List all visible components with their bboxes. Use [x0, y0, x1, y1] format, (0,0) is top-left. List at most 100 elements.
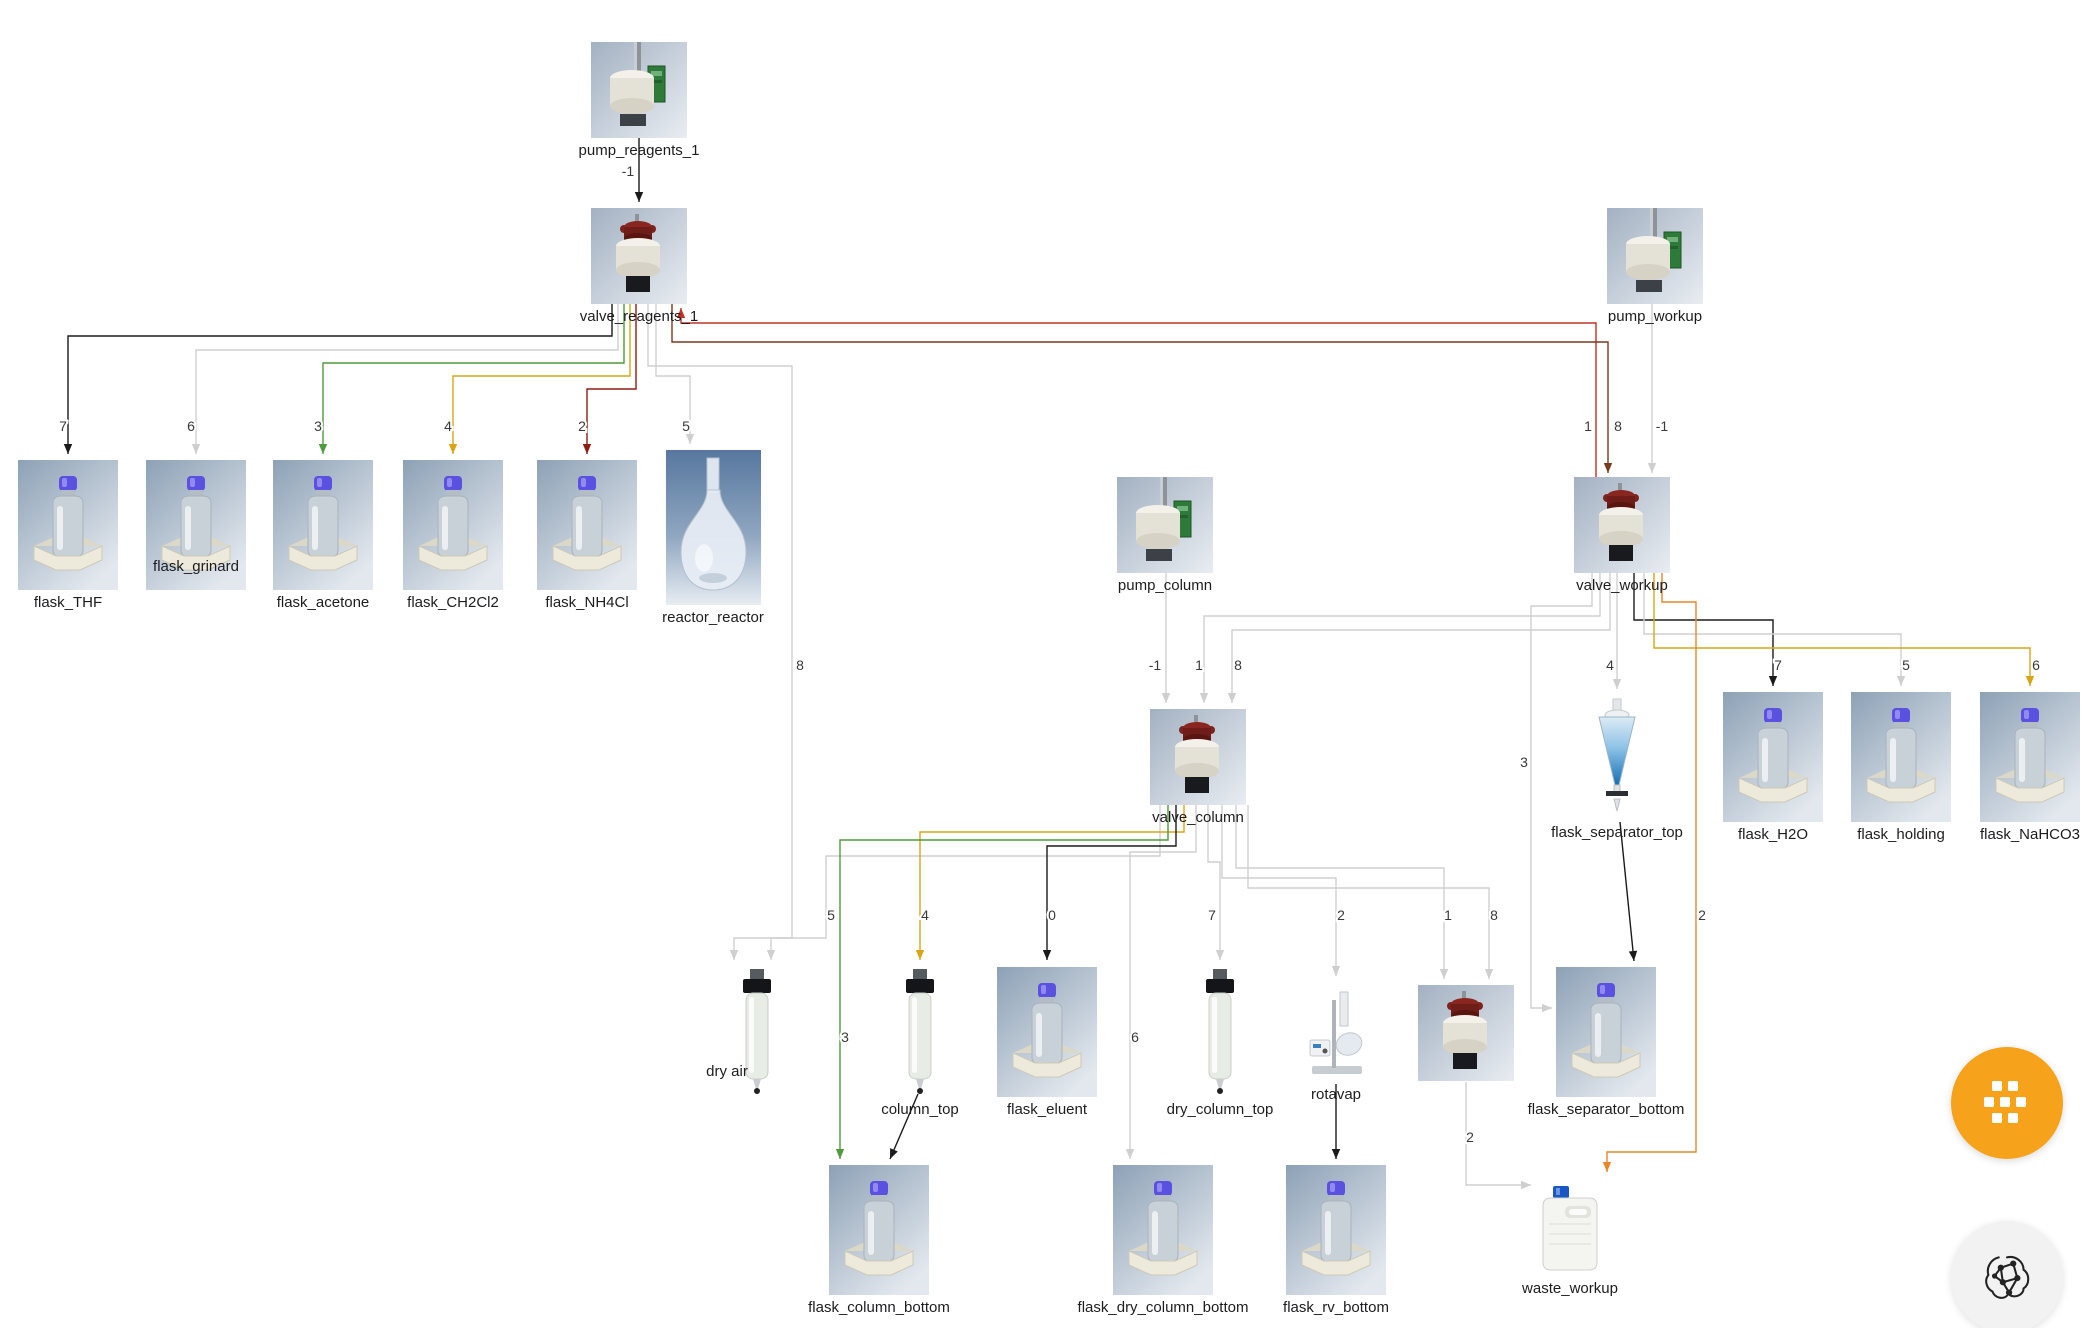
node-column_top[interactable]: column_top — [881, 967, 959, 1118]
node-valve_workup[interactable]: valve_workup — [1574, 477, 1670, 594]
arrowhead-icon — [63, 444, 73, 454]
node-label-flask_separator_top: flask_separator_top — [1551, 823, 1683, 841]
node-dry_air[interactable]: dry air — [706, 967, 777, 1097]
edge-port-label: 2 — [1337, 907, 1345, 923]
node-dry_column_top[interactable]: dry_column_top — [1167, 967, 1273, 1118]
edge-port-label: -1 — [1656, 418, 1669, 434]
node-flask_separator_bottom[interactable]: flask_separator_bottom — [1528, 967, 1684, 1118]
arrowhead-icon — [1603, 463, 1613, 473]
edge-port-label: 4 — [1606, 657, 1614, 673]
arrowhead-icon — [915, 950, 925, 960]
node-label-flask_NH4Cl: flask_NH4Cl — [545, 594, 629, 611]
assistant-fab-button[interactable] — [1951, 1221, 2063, 1328]
arrowhead-icon — [582, 444, 592, 454]
node-label-flask_CH2Cl2: flask_CH2Cl2 — [407, 594, 499, 611]
edge-port-label: 8 — [1490, 907, 1498, 923]
arrowhead-icon — [685, 434, 695, 444]
node-flask_acetone[interactable]: flask_acetone — [273, 460, 373, 611]
node-label-flask_column_bottom: flask_column_bottom — [808, 1299, 950, 1316]
node-valve_reagents[interactable]: valve_reagents_1 — [580, 208, 698, 325]
node-flask_dry_column_bottom[interactable]: flask_dry_column_bottom — [1078, 1165, 1248, 1316]
node-valve_misc[interactable] — [1418, 985, 1514, 1081]
valve-icon — [1418, 985, 1514, 1081]
flask-icon — [1851, 692, 1951, 822]
waste-icon — [1535, 1176, 1605, 1276]
node-flask_grinard[interactable]: flask_grinard — [146, 460, 246, 590]
edge-port-label: 5 — [1902, 657, 1910, 673]
arrowhead-icon — [191, 444, 201, 454]
flask-icon — [537, 460, 637, 590]
node-label-flask_acetone: flask_acetone — [276, 594, 370, 611]
arrowhead-icon — [676, 308, 686, 318]
arrowhead-icon — [1125, 1149, 1135, 1159]
edge-port-label: 2 — [1698, 907, 1706, 923]
node-valve_column[interactable]: valve_column — [1150, 709, 1246, 826]
arrowhead-icon — [1602, 1162, 1612, 1172]
node-flask_NaHCO3[interactable]: flask_NaHCO3 — [1980, 692, 2080, 843]
arrowhead-icon — [1612, 679, 1622, 689]
node-pump_workup[interactable]: pump_workup — [1607, 208, 1703, 325]
flask-icon — [1556, 967, 1656, 1097]
node-label-dry_air: dry air — [706, 1063, 748, 1080]
node-label-dry_column_top: dry_column_top — [1166, 1101, 1274, 1118]
arrowhead-icon — [1199, 693, 1209, 703]
node-rotavap[interactable]: rotavap — [1304, 982, 1369, 1103]
edge-port-label: 6 — [1131, 1029, 1139, 1045]
edge-port-label: 7 — [1208, 907, 1216, 923]
edge-column_top-to-flask_column_bottom — [889, 1093, 919, 1160]
edge-valve_reagents-to-dry_air — [647, 304, 793, 960]
node-flask_eluent[interactable]: flask_eluent — [997, 967, 1097, 1118]
pump-icon — [591, 42, 687, 138]
node-label-column_top: column_top — [881, 1101, 959, 1118]
flask-icon — [997, 967, 1097, 1097]
node-pump_column[interactable]: pump_column — [1117, 477, 1213, 594]
edge-valve_column-to-dry_column_top — [1207, 805, 1221, 960]
edge-valve_column-to-flask_column_bottom — [839, 805, 1169, 1159]
edge-port-label: 6 — [2032, 657, 2040, 673]
edge-port-label: -1 — [1149, 657, 1162, 673]
edge-port-label: 2 — [578, 418, 586, 434]
node-flask_NH4Cl[interactable]: flask_NH4Cl — [537, 460, 637, 611]
edge-valve_column-to-column_top — [919, 805, 1185, 960]
column-icon — [900, 967, 940, 1097]
node-label-valve_workup: valve_workup — [1576, 577, 1668, 594]
edge-port-label: 5 — [827, 907, 835, 923]
edge-port-label: 3 — [314, 418, 322, 434]
edge-valve_reagents-to-flask_NH4Cl — [586, 304, 637, 454]
arrowhead-icon — [1227, 693, 1237, 703]
node-flask_H2O[interactable]: flask_H2O — [1723, 692, 1823, 843]
node-flask_CH2Cl2[interactable]: flask_CH2Cl2 — [403, 460, 503, 611]
flask-icon — [403, 460, 503, 590]
node-flask_THF[interactable]: flask_THF — [18, 460, 118, 611]
node-flask_rv_bottom[interactable]: flask_rv_bottom — [1283, 1165, 1389, 1316]
arrowhead-icon — [1042, 950, 1052, 960]
reactor-icon — [665, 449, 761, 605]
valve-icon — [1150, 709, 1246, 805]
node-label-pump_reagents_1: pump_reagents_1 — [578, 142, 700, 159]
node-pump_reagents_1[interactable]: pump_reagents_1 — [579, 42, 699, 159]
edge-valve_reagents-to-reactor_reactor — [655, 304, 691, 444]
edge-valve_workup-to-flask_holding — [1643, 573, 1902, 686]
node-reactor_reactor[interactable]: reactor_reactor — [662, 449, 764, 626]
apps-fab-button[interactable] — [1951, 1047, 2063, 1159]
node-flask_holding[interactable]: flask_holding — [1851, 692, 1951, 843]
edge-valve_column-to-flask_eluent — [1046, 805, 1177, 960]
edge-valve_column-to-valve_misc — [1235, 805, 1445, 979]
node-label-waste_workup: waste_workup — [1522, 1280, 1618, 1297]
node-label-flask_rv_bottom: flask_rv_bottom — [1283, 1299, 1389, 1316]
edge-port-label: 7 — [1774, 657, 1782, 673]
edge-port-label: 0 — [1048, 907, 1056, 923]
node-flask_column_bottom[interactable]: flask_column_bottom — [808, 1165, 950, 1316]
flask-icon — [829, 1165, 929, 1295]
flask-icon — [1723, 692, 1823, 822]
node-waste_workup[interactable]: waste_workup — [1522, 1176, 1618, 1297]
edge-valve_workup-to-valve_column — [1203, 573, 1601, 703]
edge-port-label: 4 — [921, 907, 929, 923]
arrowhead-icon — [1768, 676, 1778, 686]
arrowhead-icon — [1542, 1003, 1552, 1013]
edge-valve_misc-to-waste_workup — [1465, 1082, 1531, 1186]
node-flask_separator_top[interactable]: flask_separator_top — [1551, 695, 1683, 841]
arrowhead-icon — [318, 444, 328, 454]
